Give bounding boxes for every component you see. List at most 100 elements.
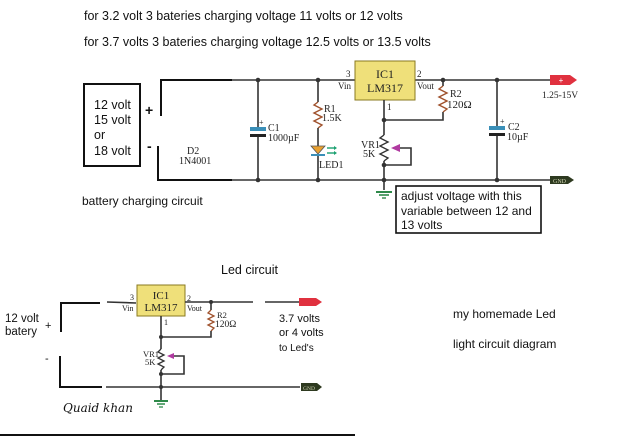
ic-lm317-chip: [354, 60, 416, 101]
gnd-connector-flag: [550, 176, 574, 184]
capacitor-c1-plate: [250, 127, 266, 131]
ic-vin-label: Vin: [338, 81, 351, 91]
junction: [255, 177, 261, 183]
led-vr1-name: VR1: [143, 349, 159, 359]
led-ic-pin-2: 2: [187, 294, 191, 303]
author-signature: Quaid khan: [63, 401, 133, 415]
led-name: LED1: [319, 160, 343, 171]
r2-name: R2: [450, 89, 462, 100]
r2-return-wire: [384, 112, 444, 121]
c2-plus-mark: +: [500, 117, 505, 126]
led-wiper-wire: [161, 355, 185, 375]
ic-pin-3: 3: [346, 69, 351, 79]
ic-pin-1: 1: [387, 102, 392, 112]
led-ic-pin-3: 3: [130, 293, 134, 302]
led-ic-vout: Vout: [187, 304, 203, 313]
junction: [381, 177, 387, 183]
led-resistor-r2-icon: [206, 309, 216, 332]
led-r2-name: R2: [217, 310, 227, 320]
c2-name: C2: [508, 122, 520, 133]
junction: [494, 177, 500, 183]
diode-name: D2: [187, 146, 199, 157]
junction: [159, 385, 163, 389]
wiper-wire: [384, 147, 412, 166]
potentiometer-vr1-icon: [378, 134, 390, 162]
battery-label-2: batery: [5, 326, 37, 338]
led-gnd-flag-label: GND: [303, 386, 315, 392]
led-output-note-3: to Led's: [279, 343, 314, 354]
led-r2-value: 120Ω: [215, 320, 236, 330]
capacitor-c2-plate-neg: [489, 133, 505, 136]
junction: [494, 77, 500, 83]
led-gnd-connector-flag: [301, 383, 322, 391]
source-line-4: 18 volt: [94, 144, 131, 158]
minus-terminal-wire: [157, 146, 232, 181]
led-ground-icon: [154, 400, 168, 408]
r1-value: 1.5K: [322, 113, 343, 124]
led-output-note-2: or 4 volts: [279, 327, 324, 339]
adjust-note-line-1: adjust voltage with this: [401, 189, 522, 203]
vr1-name: VR1: [361, 140, 380, 151]
led-ic-name: IC1: [153, 290, 170, 302]
capacitor-c2-plate: [489, 126, 505, 130]
source-line-1: 12 volt: [94, 98, 131, 112]
junction: [315, 177, 321, 183]
capacitor-c1-plate-neg: [250, 134, 266, 137]
header-line-1: for 3.2 volt 3 bateries charging voltage…: [84, 9, 403, 23]
potentiometer-wiper-icon[interactable]: [391, 144, 400, 152]
source-voltage-box: [83, 83, 141, 167]
junction: [440, 77, 446, 83]
led-potentiometer-vr1-icon: [156, 348, 166, 371]
led-circuit: Led circuit 12 volt batery + - IC1 LM317…: [5, 263, 324, 408]
output-plus-mark: +: [559, 76, 564, 85]
led-icon: [310, 145, 326, 155]
output-voltage-label: 1.25-15V: [542, 91, 578, 101]
led-ic-vin: Vin: [122, 304, 134, 313]
side-caption-line-1: my homemade Led: [453, 307, 556, 321]
led-arrow-head: [334, 151, 337, 155]
resistor-r1-icon: [312, 101, 324, 129]
source-line-3: or: [94, 128, 105, 142]
junction: [255, 77, 261, 83]
battery-plus-wire: [60, 302, 100, 332]
led-arrow-head: [334, 146, 337, 150]
c1-name: C1: [268, 123, 280, 134]
c2-value: 10µF: [507, 132, 529, 143]
output-connector-flag: [550, 75, 577, 85]
adjust-note-box: [395, 185, 542, 234]
led-ic-part: LM317: [145, 302, 179, 314]
charging-circuit-caption: battery charging circuit: [82, 194, 203, 208]
led-ic-lm317-chip: [136, 284, 186, 317]
plus-terminal-wire: [160, 79, 232, 116]
led-ic-pin-1: 1: [164, 318, 168, 327]
ic-pin-2: 2: [417, 69, 422, 79]
vin-wire: [106, 301, 137, 304]
c1-plus-mark: +: [259, 118, 264, 127]
led-vr1-value: 5K: [145, 357, 156, 367]
gnd-flag-label: GND: [553, 179, 567, 185]
battery-plus: +: [45, 320, 51, 332]
header-line-2: for 3.7 volts 3 bateries charging voltag…: [84, 35, 431, 49]
ic-name: IC1: [376, 67, 394, 81]
led-output-connector-flag: [299, 298, 322, 306]
side-caption-line-2: light circuit diagram: [453, 337, 556, 351]
c1-value: 1000µF: [268, 133, 300, 144]
ic-part: LM317: [367, 81, 403, 95]
plus-sign: +: [145, 102, 153, 118]
junction: [159, 335, 163, 339]
vr1-value: 5K: [363, 149, 376, 160]
ground-icon: [376, 191, 392, 199]
ic-vout-label: Vout: [417, 81, 434, 91]
charging-circuit: 12 volt 15 volt or 18 volt + - D2 1N4001…: [82, 60, 578, 234]
junction: [381, 162, 387, 168]
r2-value: 120Ω: [447, 99, 472, 111]
led-potentiometer-wiper-icon[interactable]: [167, 353, 174, 359]
diode-part: 1N4001: [179, 156, 211, 167]
junction: [315, 77, 321, 83]
led-r2-return-wire: [161, 331, 212, 338]
resistor-r2-icon: [437, 85, 449, 113]
led-output-note-1: 3.7 volts: [279, 313, 320, 325]
battery-minus: -: [45, 353, 49, 365]
r1-name: R1: [324, 104, 336, 115]
